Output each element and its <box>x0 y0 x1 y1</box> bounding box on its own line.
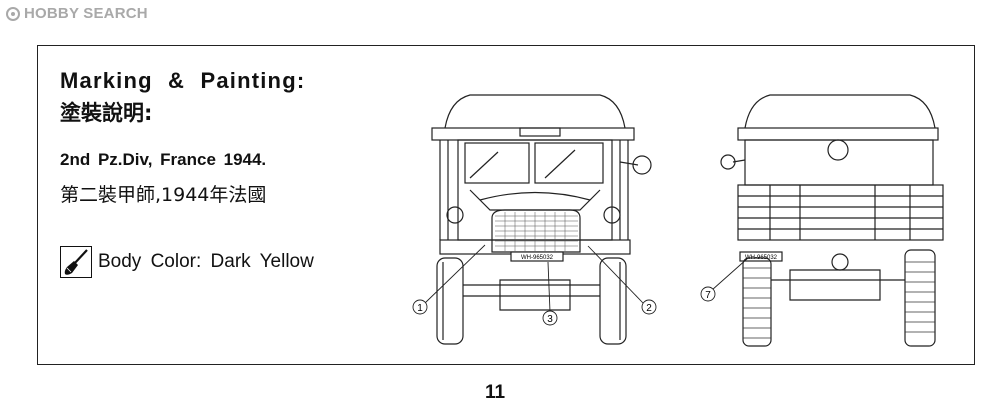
callout-7: 7 <box>705 290 711 301</box>
rear-view-drawing <box>720 94 944 347</box>
rear-track-links <box>743 261 935 339</box>
body-color-row: Body Color: Dark Yellow <box>60 246 314 278</box>
unit-name-cn: 第二裝甲師,1944年法國 <box>60 184 267 206</box>
front-callouts <box>412 244 657 326</box>
rear-license-plate: WH-965032 <box>745 255 778 261</box>
marking-title-en: Marking & Painting: <box>60 68 306 93</box>
callout-1: 1 <box>417 303 423 314</box>
callout-3: 3 <box>547 314 553 325</box>
watermark-text: HOBBY SEARCH <box>24 5 148 22</box>
marking-title-cn: 塗裝說明: <box>60 101 153 125</box>
unit-name-en: 2nd Pz.Div, France 1944. <box>60 150 267 169</box>
body-color-label: Body Color: Dark Yellow <box>98 251 314 272</box>
front-view-drawing <box>431 94 652 345</box>
page-number: 11 <box>484 382 506 403</box>
front-grille-mesh <box>495 212 578 251</box>
paintbrush-icon <box>60 246 92 278</box>
rear-callouts <box>700 257 749 302</box>
hobby-search-watermark: HOBBY SEARCH <box>6 5 148 22</box>
instruction-frame <box>37 45 975 365</box>
callout-2: 2 <box>646 303 652 314</box>
front-license-plate: WH-965032 <box>521 255 554 261</box>
hobby-search-logo-icon <box>6 6 20 21</box>
